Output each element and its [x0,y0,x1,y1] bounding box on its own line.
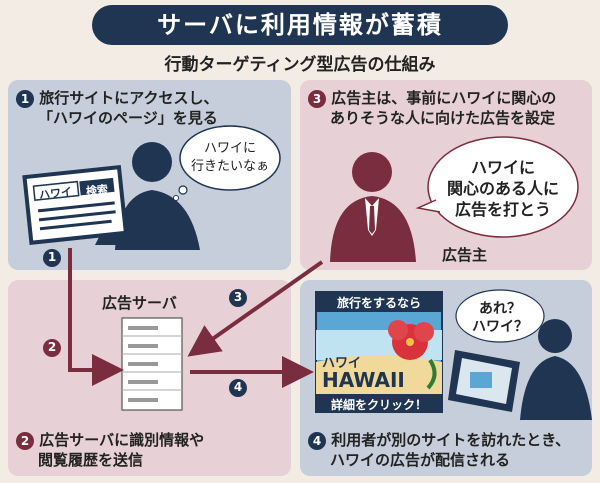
advertiser-speech-bubble [427,136,579,238]
step2-text: 2 広告サーバに識別情報や 閲覧履歴を送信 [16,430,286,470]
viewer-thought-bubble [455,289,545,343]
viewer-thought-line1: あれ？ [479,301,521,317]
user-thought-bubble [179,125,281,191]
arrow-4-number: 4 [233,380,243,394]
advertiser-bubble-line3: 広告を打とう [454,200,551,219]
browser-window [22,164,129,245]
viewer-thought-text: あれ？ ハワイ？ [458,300,542,336]
user-thought-line1: ハワイに [203,141,256,156]
hawaii-ad-banner [315,291,443,413]
arrow-3 [187,260,324,357]
ad-server-label: 広告サーバ [102,294,177,312]
user-thought-text: ハワイに 行きたいなぁ [185,140,275,176]
viewer-thought-line2: ハワイ？ [472,319,528,335]
step3-number: 3 [308,90,326,108]
step2-line2: 閲覧履歴を送信 [38,451,144,469]
ad-click-text: 詳細をクリック！ [330,398,427,412]
step1-number: 1 [16,90,34,108]
viewer-silhouette [520,319,592,420]
step1-line2: 「ハワイのページ」を見る [38,109,218,127]
viewer-laptop [448,350,520,412]
advertiser-bubble-line1: ハワイに [470,158,535,177]
advertiser-bubble-line2: 関心のある人に [446,179,559,198]
page-subtitle: 行動ターゲティング型広告の仕組み [164,55,436,75]
arrow-1 [68,248,124,386]
step2-line1: 広告サーバに識別情報や [39,431,205,449]
arrow-1-number: 1 [47,250,57,264]
step3-line2: ありそうな人に向けた広告を設定 [330,109,556,127]
page-title: サーバに利用情報が蓄積 [92,5,508,45]
step4-line1: 利用者が別のサイトを訪れたとき、 [331,431,571,449]
arrow-3-number: 3 [233,290,243,304]
step2-number: 2 [16,432,34,450]
browser-search-text: ハワイ [38,185,73,202]
browser-search-button: 検索 [85,182,109,199]
ad-hawaii-en: HAWAII [322,368,405,392]
ad-server-icon [121,317,183,411]
advertiser-label: 広告主 [442,246,488,264]
arrow-2-number: 2 [47,340,57,354]
step3-text: 3 広告主は、事前にハワイに関心の ありそうな人に向けた広告を設定 [308,88,590,128]
step4-line2: ハワイの広告が配信される [330,451,511,469]
step3-line1: 広告主は、事前にハワイに関心の [331,89,557,107]
advertiser-bubble-text: ハワイに 関心のある人に 広告を打とう [438,157,568,220]
step1-line1: 旅行サイトにアクセスし、 [39,89,219,107]
step4-number: 4 [308,432,326,450]
advertiser-silhouette [330,152,416,262]
ad-hawaii-jp: ハワイ [322,356,362,371]
ad-top-text: 旅行をするなら [336,296,421,310]
user-desk [95,235,170,245]
step1-text: 1 旅行サイトにアクセスし、 「ハワイのページ」を見る [16,88,286,128]
user-thought-line2: 行きたいなぁ [190,159,269,174]
step4-text: 4 利用者が別のサイトを訪れたとき、 ハワイの広告が配信される [308,430,590,470]
